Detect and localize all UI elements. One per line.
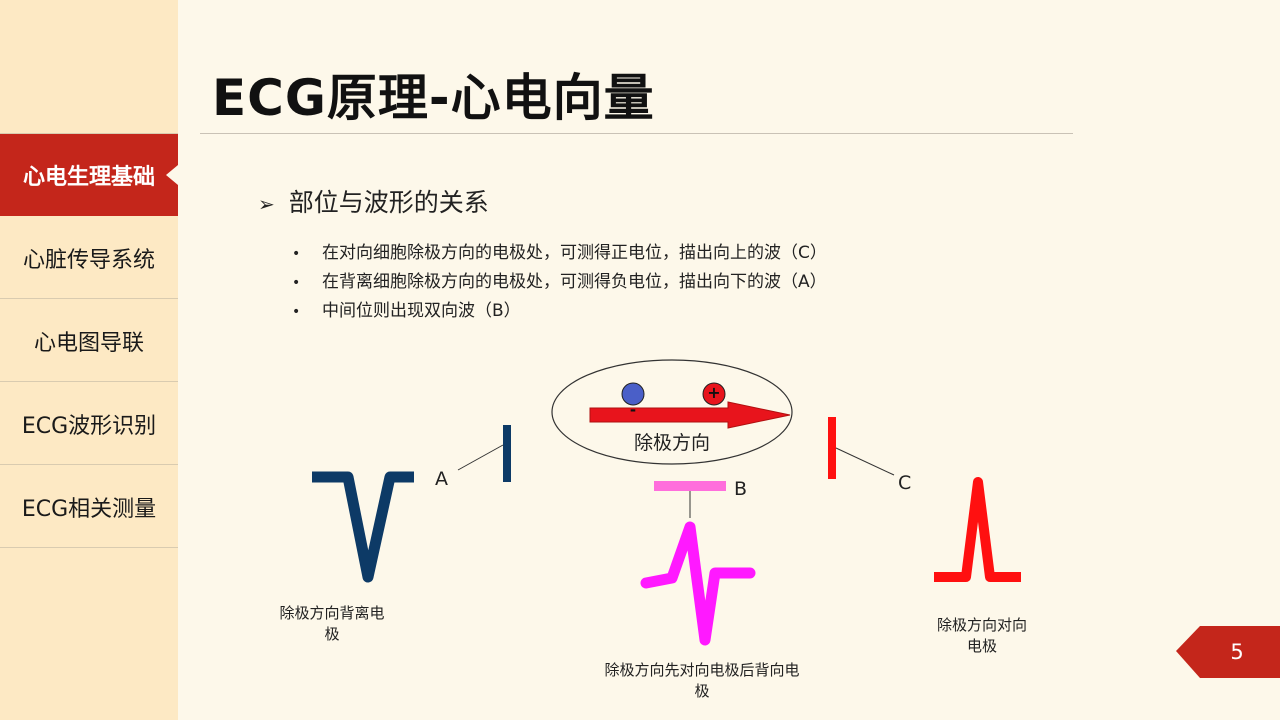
page-number-badge [1176,626,1280,678]
bullet-text: 在对向细胞除极方向的电极处，可测得正电位，描出向上的波（C） [322,243,827,263]
bullet-dot-icon: • [292,304,301,320]
depolarization-direction-label: 除极方向 [633,432,710,454]
electrode-c [828,417,836,479]
bullet-item: • 中间位则出现双向波（B） [292,296,521,321]
minus-sign: - [629,401,637,419]
caption-a-line1: 除极方向背离电 [279,604,385,622]
electrode-a [503,425,511,482]
page-number: 5 [1230,640,1244,664]
bullet-text: 中间位则出现双向波（B） [322,301,521,321]
section-heading-text: 部位与波形的关系 [288,188,489,217]
sidebar-item-conduction-system[interactable]: 心脏传导系统 [0,217,178,299]
caption-a-line2: 极 [324,625,340,643]
bullet-dot-icon: • [292,246,301,262]
wave-a [312,471,414,583]
depolarization-arrow [589,401,791,429]
positive-charge-icon [702,382,726,406]
wave-b [640,521,756,646]
caption-a: 除极方向背离电 极 [262,602,402,644]
wave-c [934,477,1021,582]
bullet-item: • 在背离细胞除极方向的电极处，可测得负电位，描出向下的波（A） [292,267,827,292]
title-divider [200,133,1073,134]
caption-c-line1: 除极方向对向 [936,616,1027,634]
caption-c-line2: 电极 [966,637,997,655]
section-heading: ➢ 部位与波形的关系 [258,183,489,219]
electrode-b [654,481,726,491]
page-title: ECG原理-心电向量 [212,69,655,127]
sidebar-item-ecg-measurement[interactable]: ECG相关测量 [0,466,178,548]
caption-c: 除极方向对向 电极 [922,614,1042,656]
electrode-c-label: C [898,472,912,494]
sidebar-item-waveform-recognition[interactable]: ECG波形识别 [0,383,178,465]
electrode-b-label: B [734,478,748,500]
sidebar: 心电生理基础 心脏传导系统 心电图导联 ECG波形识别 ECG相关测量 [0,0,178,720]
sidebar-item-electrophysiology-basics[interactable]: 心电生理基础 [0,134,178,216]
caption-b-line1: 除极方向先对向电极后背向电 [604,661,800,679]
negative-charge-icon [621,382,645,406]
electrode-a-leader [457,444,504,471]
electrode-a-label: A [435,468,448,490]
plus-sign: + [707,383,721,402]
arrow-bullet-icon: ➢ [258,192,275,216]
bullet-dot-icon: • [292,275,301,291]
electrode-c-leader [835,447,895,476]
bullet-item: • 在对向细胞除极方向的电极处，可测得正电位，描出向上的波（C） [292,238,827,263]
caption-b-line2: 极 [694,682,710,700]
caption-b: 除极方向先对向电极后背向电 极 [587,659,817,701]
bullet-text: 在背离细胞除极方向的电极处，可测得负电位，描出向下的波（A） [322,272,827,292]
sidebar-item-ecg-leads[interactable]: 心电图导联 [0,300,178,382]
